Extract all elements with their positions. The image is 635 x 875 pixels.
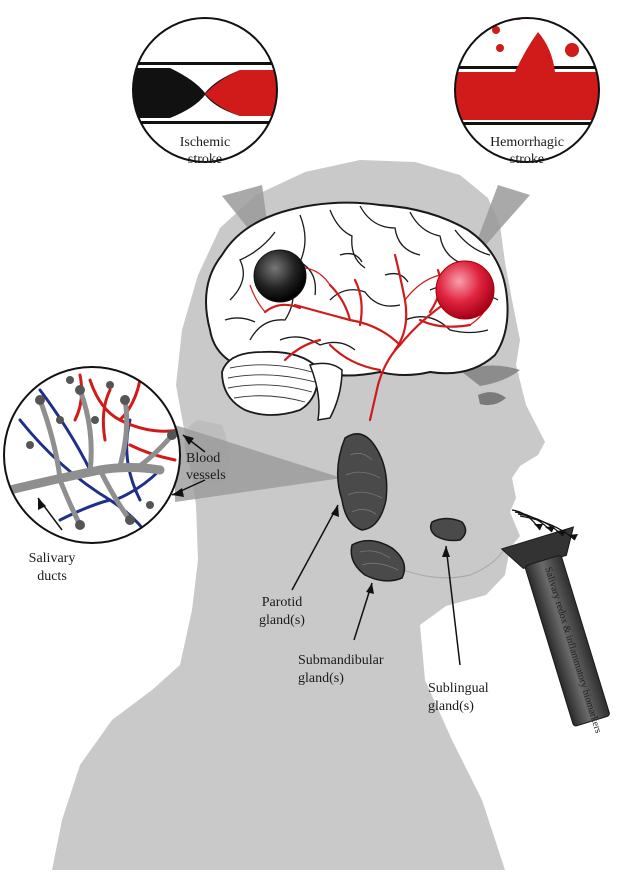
salivary-ducts-label-line2: ducts: [37, 569, 67, 584]
eye: [478, 392, 506, 406]
sublingual-label-line1: Sublingual: [428, 681, 489, 696]
vessel-inset: [3, 366, 181, 544]
sublingual-label-line2: gland(s): [428, 699, 474, 714]
ischemic-label-line2: stroke: [188, 152, 222, 167]
blood-vessels-label-line1: Blood: [186, 451, 220, 466]
saliva-tube: Salivary redox & inflammatory biomarkers: [500, 526, 610, 735]
submandibular-label-line2: gland(s): [298, 671, 344, 686]
hemorrhagic-inset: Hemorrhagic stroke: [454, 17, 600, 167]
parotid-label-line1: Parotid: [262, 595, 302, 610]
hemorrhagic-label-line1: Hemorrhagic: [490, 135, 564, 150]
submandibular-gland: [350, 539, 406, 582]
ischemic-label-line1: Ischemic: [180, 135, 231, 150]
salivary-ducts-label-line1: Salivary: [29, 551, 76, 566]
hemorrhagic-label-line2: stroke: [510, 152, 544, 167]
parotid-label-line2: gland(s): [259, 613, 305, 628]
brain: [205, 201, 509, 422]
parotid-gland: [336, 433, 388, 531]
submandibular-label-line1: Submandibular: [298, 653, 384, 668]
sublingual-gland: [429, 517, 467, 542]
eyebrow: [462, 365, 520, 386]
ischemic-lesion: [253, 249, 307, 303]
hemorrhagic-lesion: [435, 260, 495, 320]
jaw-line: [379, 547, 506, 579]
ischemic-inset: Ischemic stroke: [132, 17, 278, 167]
blood-vessels-label-line2: vessels: [186, 468, 226, 483]
vessel-pointer: [175, 425, 342, 502]
